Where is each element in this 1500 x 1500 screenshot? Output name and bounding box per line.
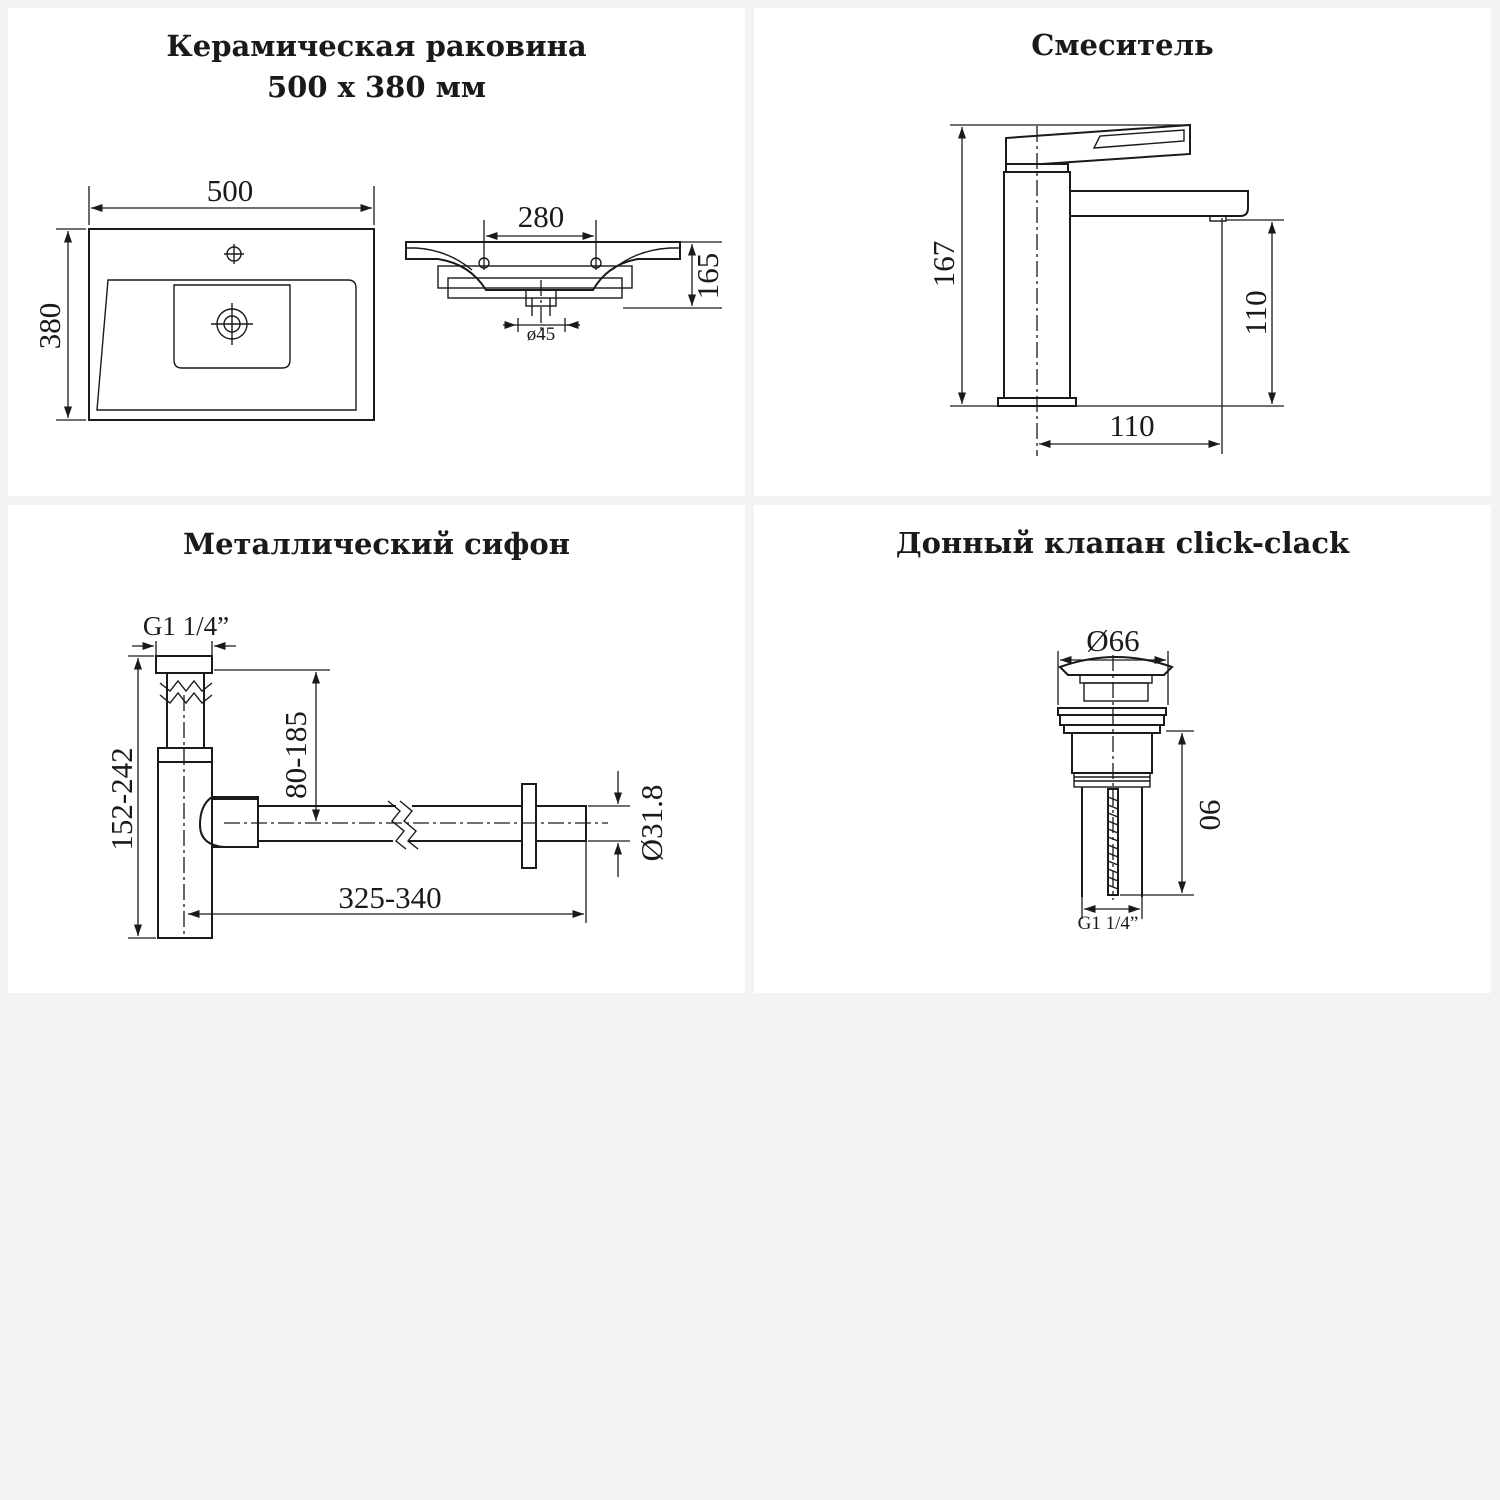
faucet-height-label: 167: [926, 241, 961, 288]
faucet-title: Смеситель: [1031, 28, 1214, 62]
sink-side-view: [405, 241, 681, 330]
siphon-length-dimension: 325-340: [188, 841, 587, 923]
siphon-thread-dimension: G1 1/4”: [132, 611, 236, 656]
siphon-drop-label: 80-185: [278, 711, 313, 799]
valve-thread-label: G1 1/4”: [1078, 913, 1139, 934]
faucet-panel: Смеситель 167 110: [754, 8, 1491, 496]
siphon-pipe-dimension: Ø31.8: [588, 771, 669, 877]
sink-drain-dimension: ø45: [503, 318, 580, 345]
faucet-reach-dimension: 110: [1039, 218, 1223, 454]
siphon-drop-dimension: 80-185: [214, 669, 330, 821]
siphon-length-label: 325-340: [338, 880, 441, 915]
sink-holes-dimension: 280: [483, 199, 597, 270]
valve-thread-dimension: G1 1/4”: [1078, 897, 1143, 934]
siphon-panel: Металлический сифон: [8, 505, 745, 993]
siphon-title: Металлический сифон: [183, 527, 570, 561]
sink-height-label: 165: [690, 253, 725, 300]
valve-panel: Донный клапан click-clack: [754, 505, 1491, 993]
valve-diameter-dimension: Ø66: [1057, 623, 1169, 705]
sink-depth-dimension: 380: [32, 228, 86, 421]
sink-panel: Керамическая раковина 500 x 380 мм 500: [8, 8, 745, 496]
valve-body: [1057, 655, 1174, 900]
siphon-thread-label: G1 1/4”: [143, 611, 229, 641]
valve-diameter-label: Ø66: [1086, 623, 1139, 658]
valve-drawing: Ø66 90 G1 1/4”: [1057, 623, 1228, 934]
sink-title: Керамическая раковина 500 x 380 мм: [166, 29, 587, 104]
sink-width-dimension: 500: [88, 173, 375, 225]
valve-height-label: 90: [1193, 800, 1228, 831]
valve-height-dimension: 90: [1120, 730, 1228, 896]
faucet-spout-height-label: 110: [1238, 290, 1273, 335]
sink-drawing: 500 380 280: [32, 173, 725, 421]
sink-width-label: 500: [207, 173, 254, 208]
faucet-height-dimension: 167: [926, 124, 1190, 407]
faucet-drawing: 167 110 110: [926, 123, 1284, 456]
sink-height-dimension: 165: [623, 241, 725, 309]
sink-holes-label: 280: [518, 199, 565, 234]
faucet-reach-label: 110: [1109, 408, 1154, 443]
siphon-drawing: G1 1/4” 152-242 80-185 325-340 Ø31.8: [104, 611, 669, 939]
siphon-height-label: 152-242: [104, 747, 139, 850]
faucet-spout-height-dimension: 110: [1076, 219, 1284, 407]
sink-depth-label: 380: [32, 303, 67, 350]
sink-top-view: [88, 228, 375, 421]
faucet-body: [997, 123, 1249, 456]
sink-drain-label: ø45: [527, 324, 556, 345]
valve-title: Донный клапан click-clack: [895, 526, 1350, 560]
siphon-pipe-label: Ø31.8: [634, 785, 669, 862]
siphon-height-dimension: 152-242: [104, 655, 156, 939]
siphon-body: [155, 655, 608, 939]
